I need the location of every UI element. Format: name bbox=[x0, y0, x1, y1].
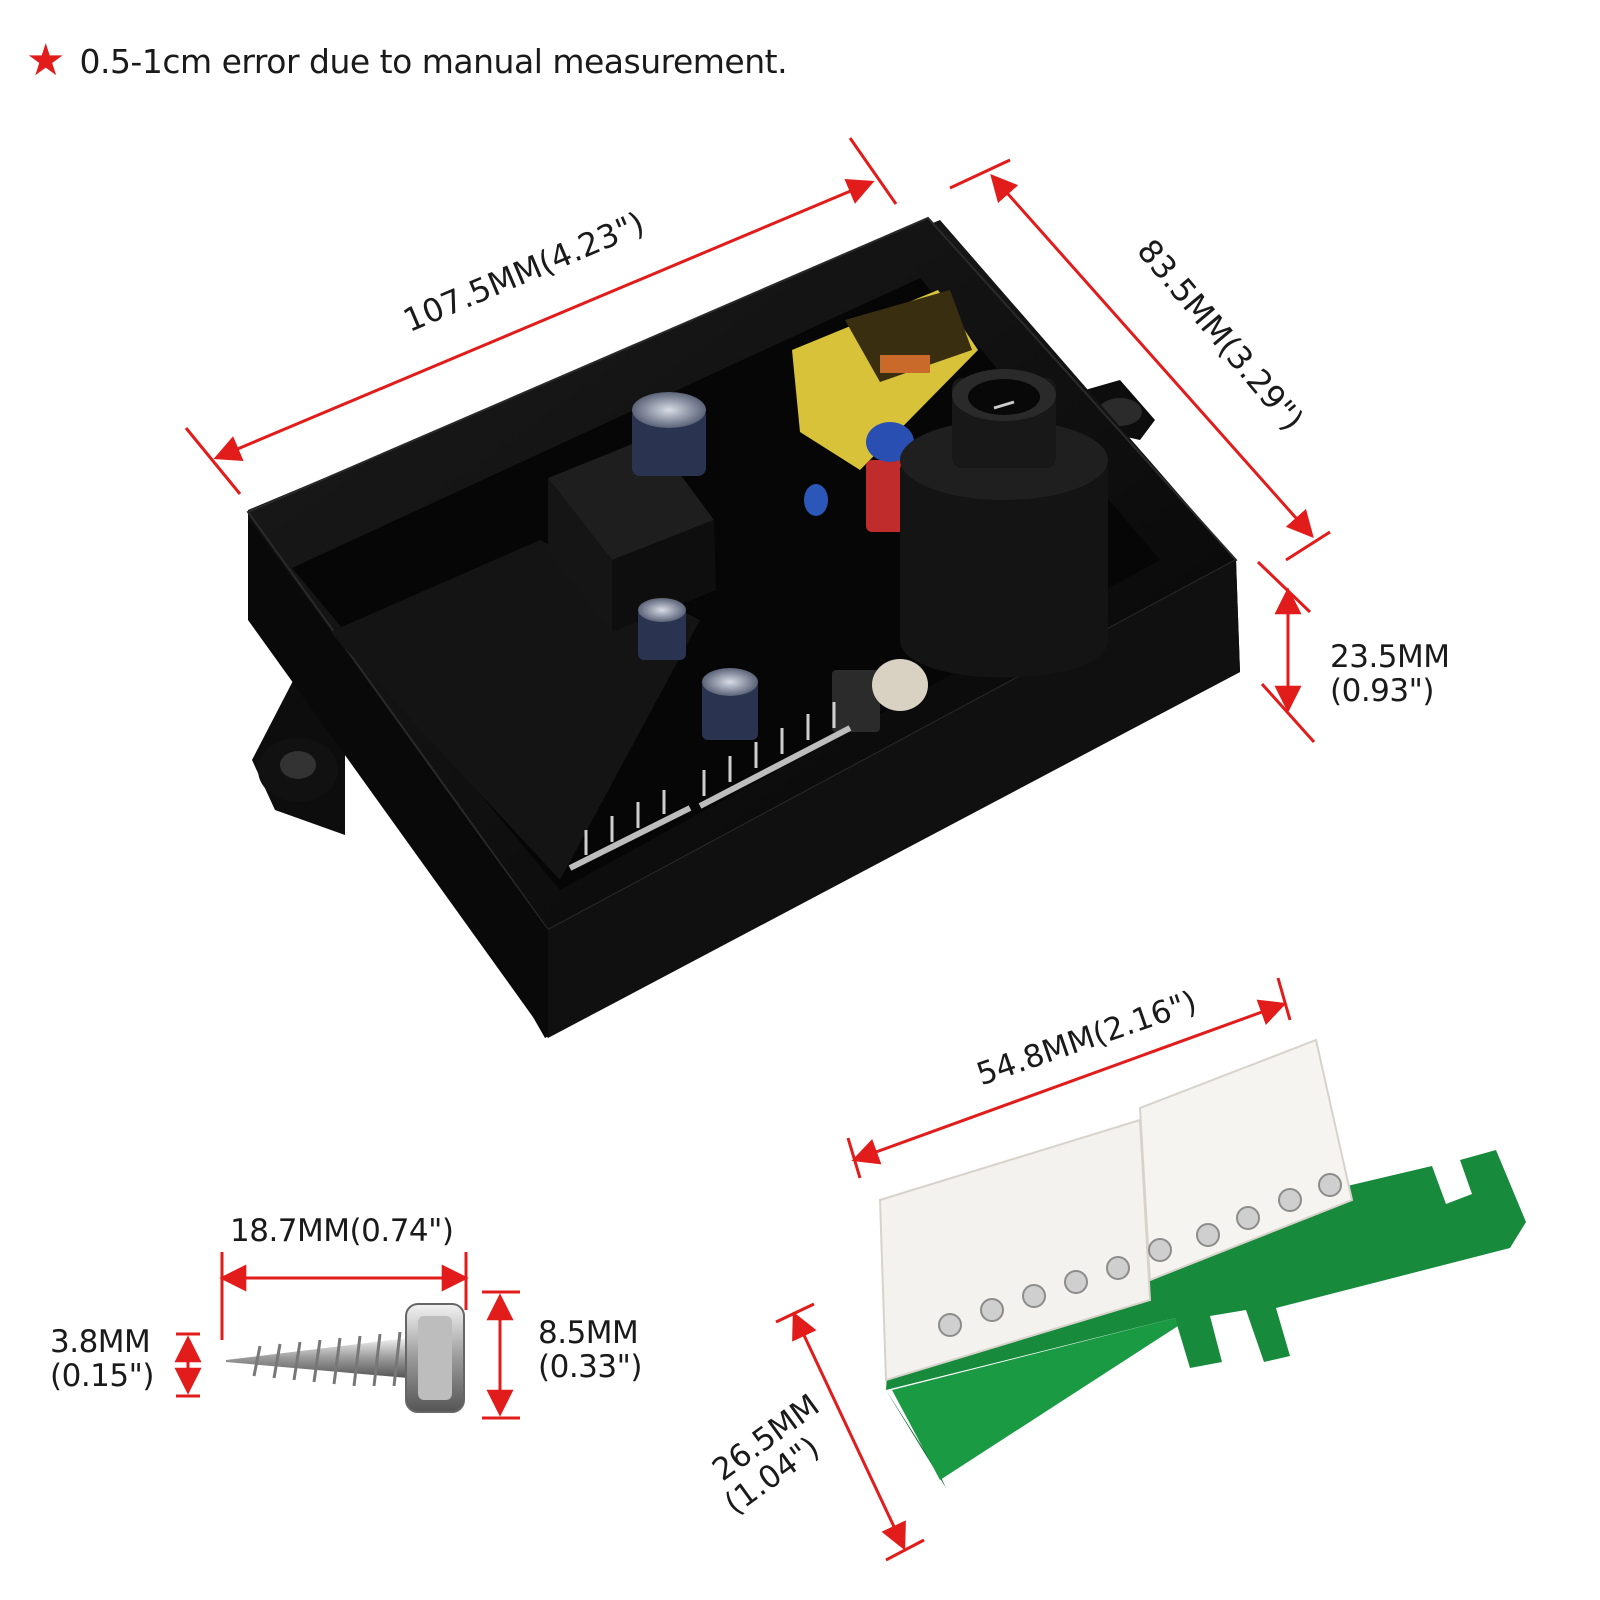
screw-head-label: 8.5MM (0.33") bbox=[538, 1316, 642, 1384]
capacitor bbox=[638, 598, 686, 660]
board-height-label: 23.5MM (0.93") bbox=[1330, 640, 1450, 708]
screw-shank-mm: 3.8MM bbox=[50, 1324, 151, 1360]
connector-pins bbox=[938, 1173, 1342, 1337]
fuse bbox=[832, 670, 880, 732]
screw-head-in: (0.33") bbox=[538, 1349, 642, 1385]
harness-connector bbox=[878, 1038, 1526, 1488]
film-capacitor bbox=[866, 422, 914, 462]
film-capacitor bbox=[866, 460, 910, 532]
varistor bbox=[872, 659, 928, 711]
board-height-mm: 23.5MM bbox=[1330, 639, 1450, 675]
board-length-label: 107.5MM(4.23") bbox=[398, 204, 650, 340]
measurement-note: ★ 0.5-1cm error due to manual measuremen… bbox=[26, 35, 788, 86]
film-capacitor bbox=[804, 484, 828, 516]
capacitor bbox=[702, 668, 758, 740]
capacitor bbox=[632, 392, 706, 476]
screw-shank-label: 3.8MM (0.15") bbox=[50, 1325, 154, 1393]
star-icon: ★ bbox=[26, 35, 66, 86]
screw-shank-in: (0.15") bbox=[50, 1358, 154, 1394]
screw-head-mm: 8.5MM bbox=[538, 1315, 639, 1351]
board-width-label: 83.5MM(3.29") bbox=[1130, 232, 1312, 438]
board-height-in: (0.93") bbox=[1330, 673, 1434, 709]
dimension-lines bbox=[174, 137, 1331, 1562]
header-pins bbox=[584, 702, 836, 855]
control-board bbox=[246, 216, 1240, 1038]
note-text: 0.5-1cm error due to manual measurement. bbox=[79, 41, 788, 81]
screw bbox=[226, 1303, 465, 1413]
screw-length-label: 18.7MM(0.74") bbox=[230, 1213, 454, 1249]
